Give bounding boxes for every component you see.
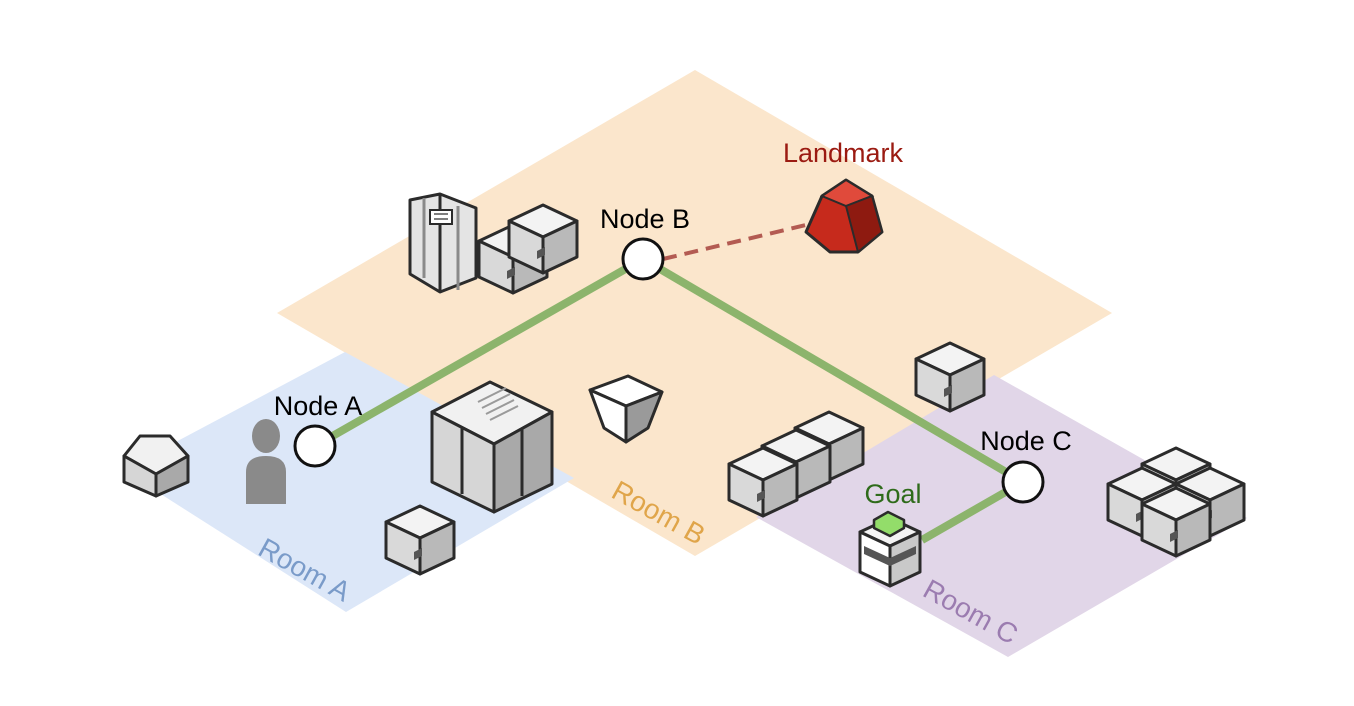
box-icon [384, 504, 456, 576]
box-icon [727, 446, 799, 518]
node-a-label: Node A [274, 391, 363, 421]
edge-a-b [313, 255, 645, 450]
room-c-floor [756, 375, 1247, 657]
cabinet-icon [408, 192, 478, 294]
appliance-icon [430, 380, 554, 514]
box-icon [507, 203, 579, 275]
landmark-icon [804, 178, 884, 254]
goal-icon [858, 510, 922, 588]
sink-icon [122, 434, 190, 498]
bin-icon [588, 374, 664, 444]
node-c-label: Node C [980, 426, 1072, 456]
node-a[interactable]: Node A [274, 391, 363, 468]
goal-label: Goal [864, 479, 921, 509]
edge-b-c [640, 255, 1026, 486]
box-icon [1140, 486, 1212, 558]
node-b[interactable]: Node B [600, 204, 690, 281]
edge-b-landmark [662, 223, 807, 261]
landmark-label: Landmark [783, 138, 904, 168]
person-icon [246, 419, 286, 504]
box-icon [914, 341, 986, 413]
node-c[interactable]: Node C [980, 426, 1072, 504]
node-b-label: Node B [600, 204, 690, 234]
